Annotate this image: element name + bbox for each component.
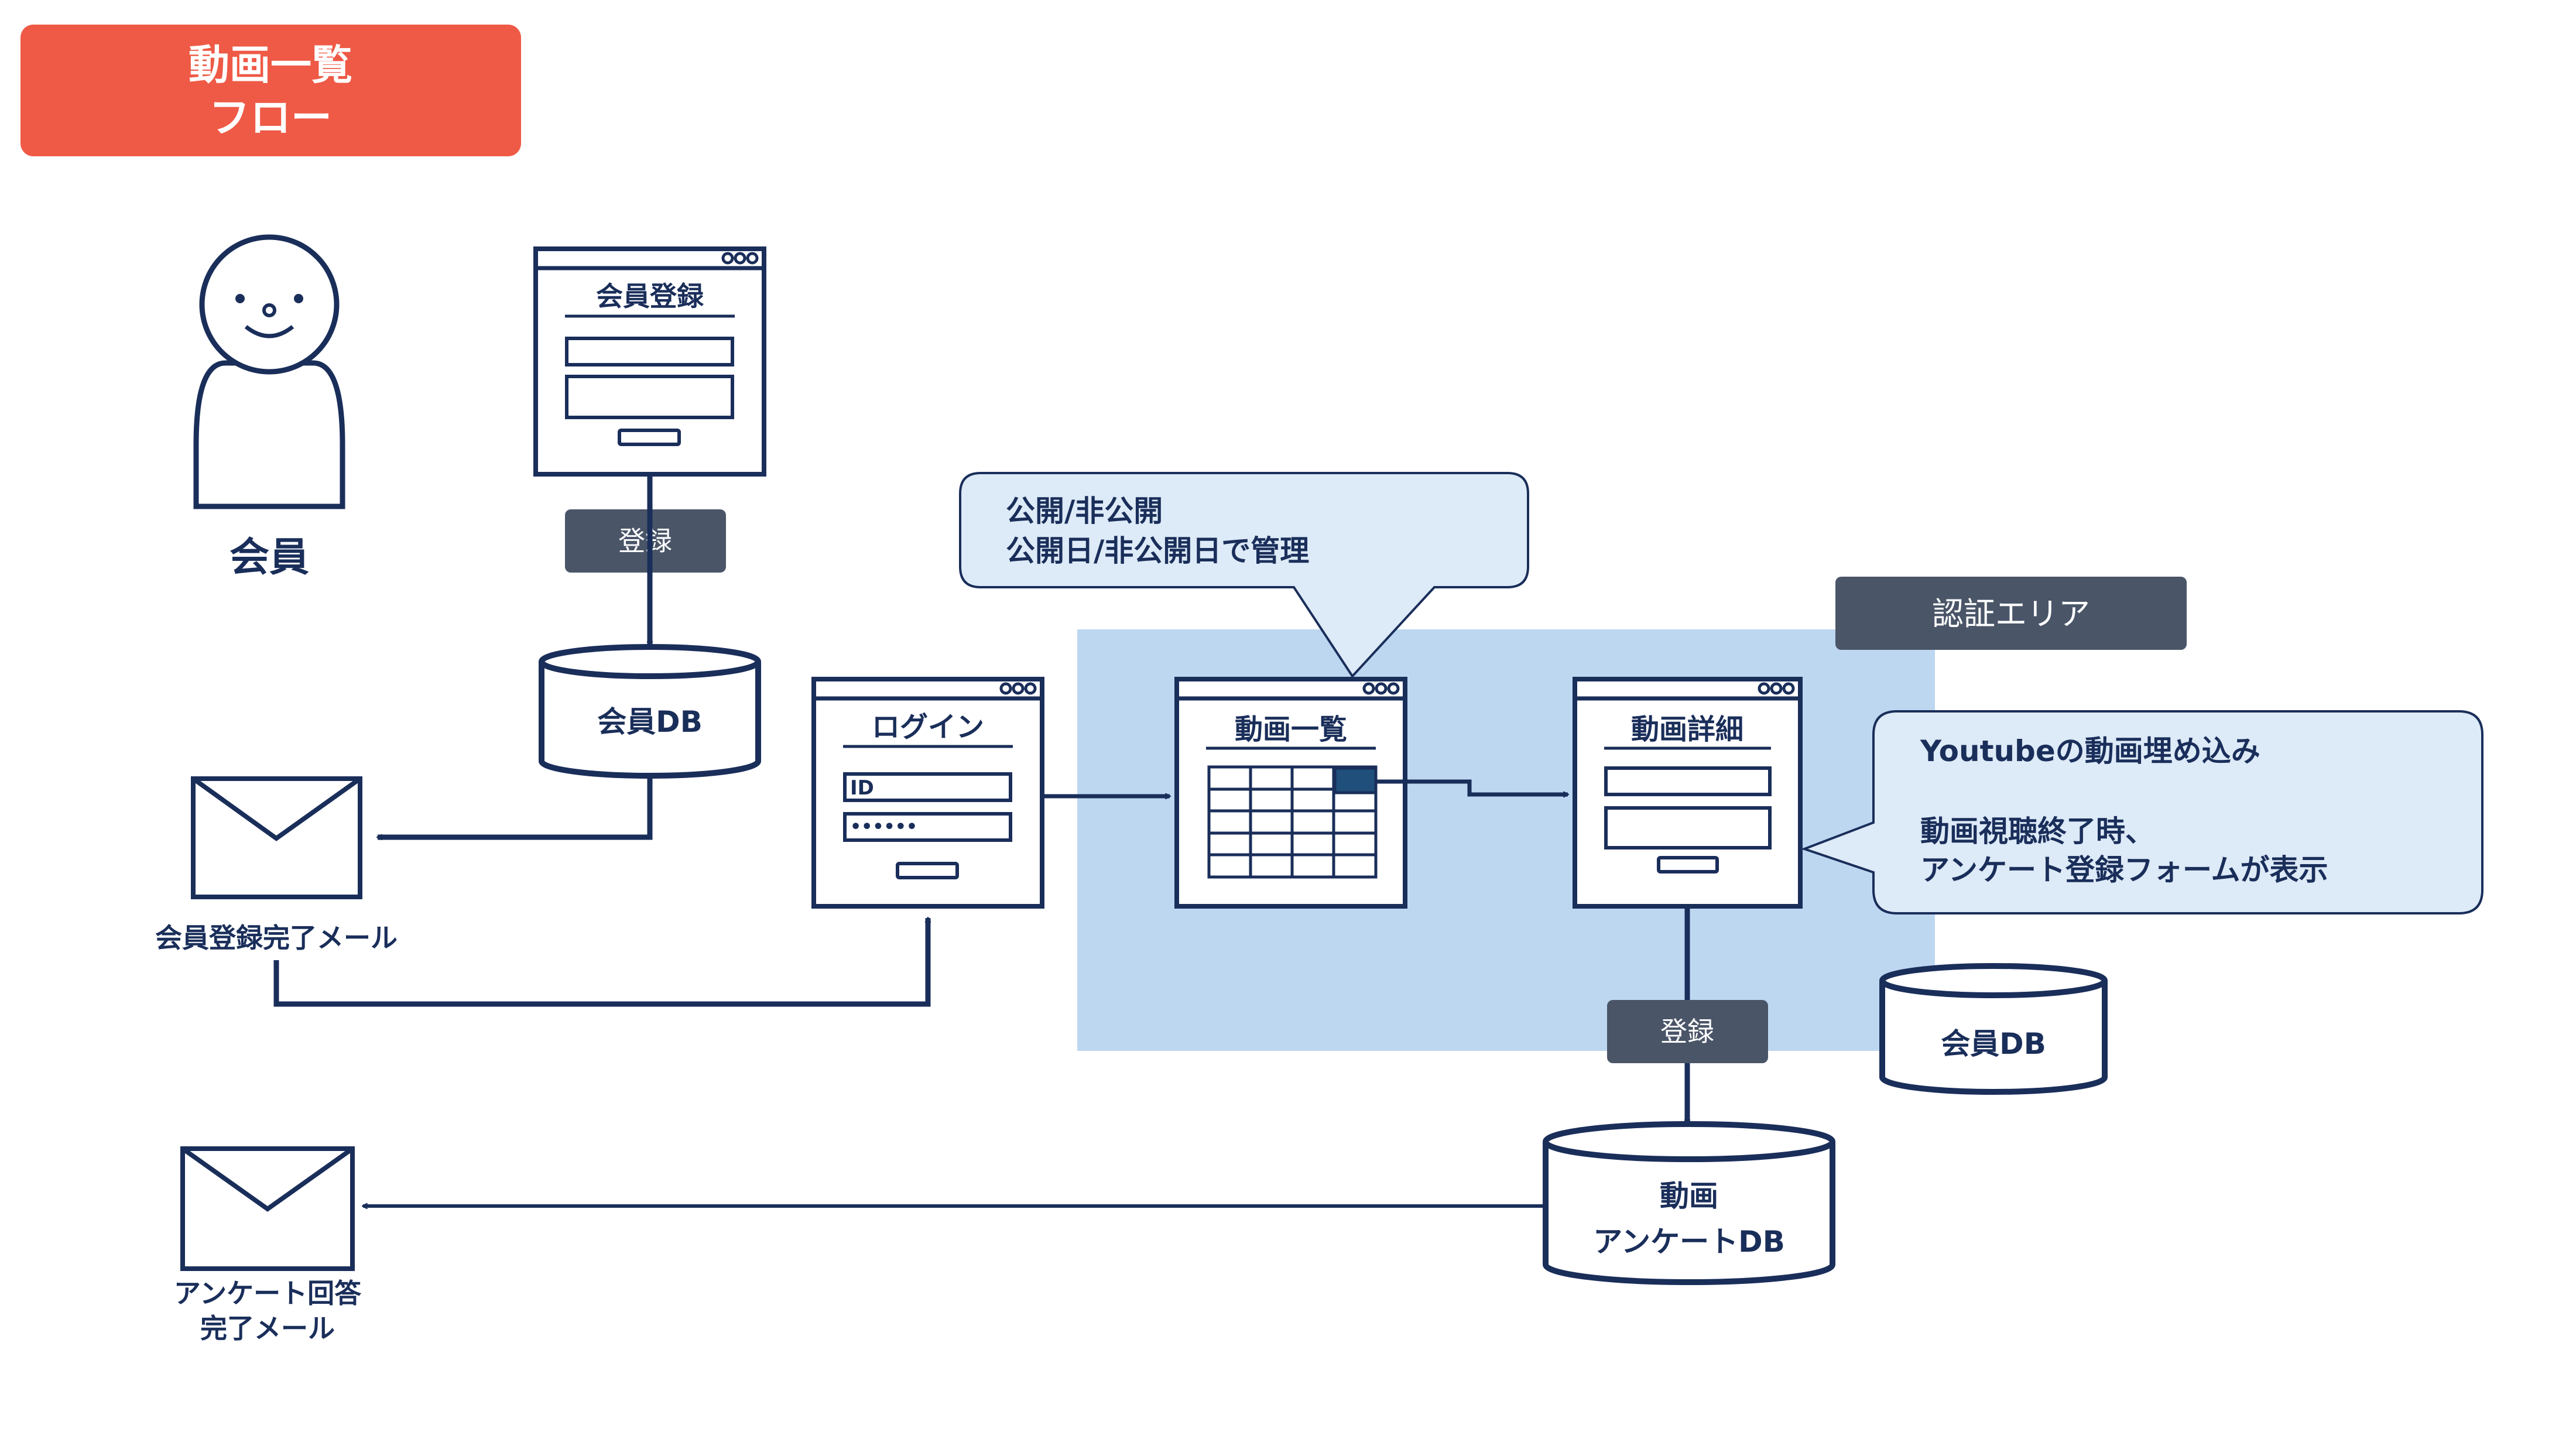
publish-callout	[959, 472, 1529, 679]
video-detail-screen-title: 動画詳細	[1631, 713, 1743, 746]
youtube-callout-line3: アンケート登録フォームが表示	[1920, 853, 2328, 887]
video-list-screen	[1174, 677, 1407, 909]
survey-db	[1543, 1121, 1835, 1285]
register-tag-top	[565, 509, 726, 573]
mail-icon	[180, 1146, 355, 1271]
register-tag-bottom	[1607, 1000, 1768, 1063]
title-line1: 動画一覧	[189, 41, 352, 89]
login-screen-title: ログイン	[872, 711, 984, 744]
login-id-label: ID	[850, 776, 874, 800]
register-tag-top-label: 登録	[618, 525, 672, 557]
registration-mail-label: 会員登録完了メール	[155, 922, 398, 954]
survey-db-label-line1: 動画	[1660, 1179, 1718, 1213]
video-list-grid	[1207, 765, 1378, 879]
selected-video-cell	[1333, 766, 1378, 794]
arrow-db-to-mail	[378, 779, 653, 837]
video-list-screen-title: 動画一覧	[1235, 713, 1347, 746]
register-screen-title: 会員登録	[596, 280, 704, 312]
auth-area-tag	[1835, 577, 2187, 650]
youtube-callout-line1: Youtubeの動画埋め込み	[1920, 734, 2260, 768]
arrow-list-to-detail	[1376, 779, 1568, 794]
video-detail-screen	[1573, 677, 1803, 909]
auth-area-label: 認証エリア	[1932, 595, 2090, 632]
publish-callout-line2: 公開日/非公開日で管理	[1006, 534, 1309, 568]
mail-icon	[191, 776, 362, 899]
youtube-callout-line2: 動画視聴終了時、	[1920, 814, 2154, 848]
member-db-top-label: 会員DB	[597, 705, 703, 739]
person-icon	[193, 234, 345, 509]
register-tag-bottom-label: 登録	[1660, 1016, 1714, 1047]
survey-mail-label-line1: アンケート回答	[174, 1277, 362, 1309]
title-badge: 動画一覧 フロー	[20, 25, 521, 156]
member-db-right	[1879, 963, 2108, 1095]
title-line2: フロー	[209, 94, 332, 142]
login-password-mask: ••••••	[850, 817, 917, 837]
actor-label: 会員	[229, 535, 309, 581]
member-db-top	[539, 644, 761, 779]
login-screen	[811, 677, 1044, 909]
publish-callout-line1: 公開/非公開	[1006, 494, 1163, 528]
survey-db-label-line2: アンケートDB	[1593, 1225, 1785, 1259]
arrow-mail-to-login	[273, 918, 928, 1007]
youtube-callout	[1801, 710, 2483, 914]
register-screen	[533, 246, 766, 477]
survey-mail-label-line2: 完了メール	[200, 1313, 335, 1344]
member-db-right-label: 会員DB	[1941, 1027, 2046, 1061]
